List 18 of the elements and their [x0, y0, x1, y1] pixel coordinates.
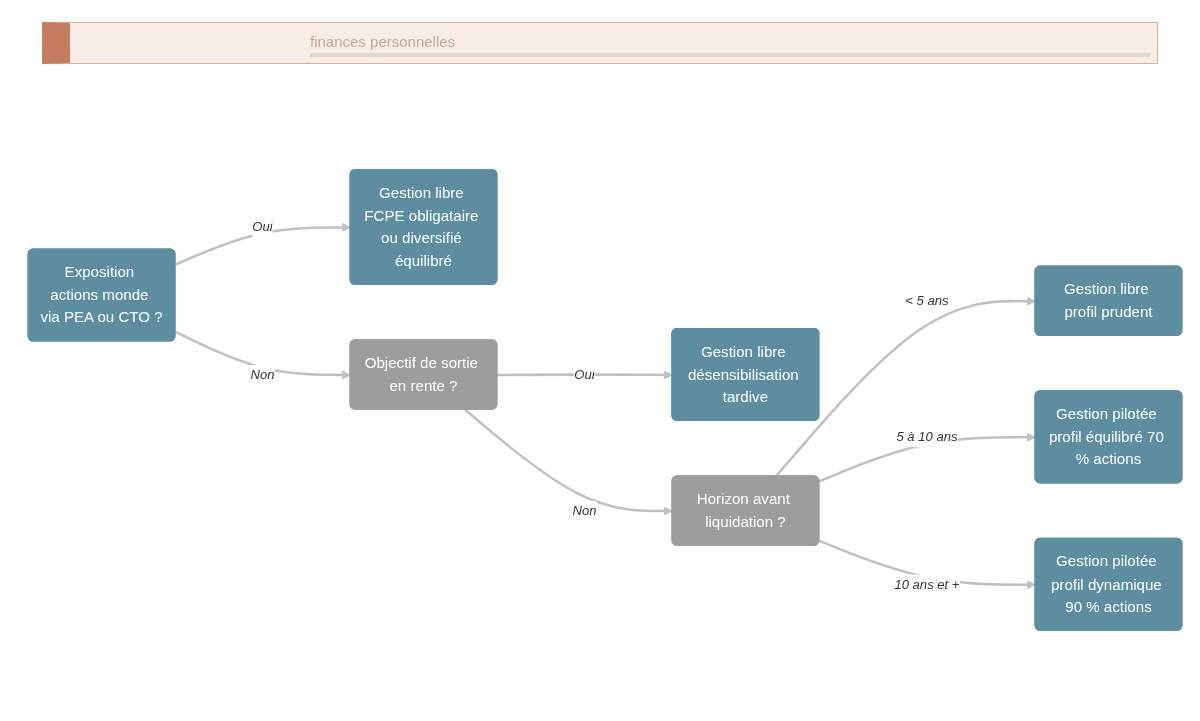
process-box: Gestion pilotée profil équilibré 70 % actions — [1034, 390, 1183, 484]
process-box: Gestion libre FCPE obligataire ou diversifié équilibré — [349, 169, 498, 285]
edge-label: Oui — [574, 366, 595, 382]
arrow — [174, 330, 351, 380]
process-box: Gestion libre désensibilisation tardive — [671, 327, 820, 421]
arrow — [175, 223, 351, 266]
process-box: Gestion pilotée profil dynamique 90 % actions — [1034, 537, 1183, 631]
process-box: Gestion libre profil prudent — [1034, 265, 1183, 336]
edge-label: 5 à 10 ans — [896, 429, 958, 445]
edge-label: Non — [572, 502, 597, 518]
process-box: Horizon avant liquidation ? — [671, 475, 820, 546]
process-box: Exposition actions monde via PEA ou CTO ? — [27, 248, 176, 342]
subtitle-text: finances personnelles — [310, 33, 1150, 57]
edge-label: Oui — [252, 219, 273, 235]
edge-label: < 5 ans — [905, 292, 949, 309]
edge-label: Non — [250, 366, 275, 382]
edge-label: 10 ans et + — [894, 576, 960, 592]
process-box: Objectif de sortie en rente ? — [349, 339, 498, 410]
